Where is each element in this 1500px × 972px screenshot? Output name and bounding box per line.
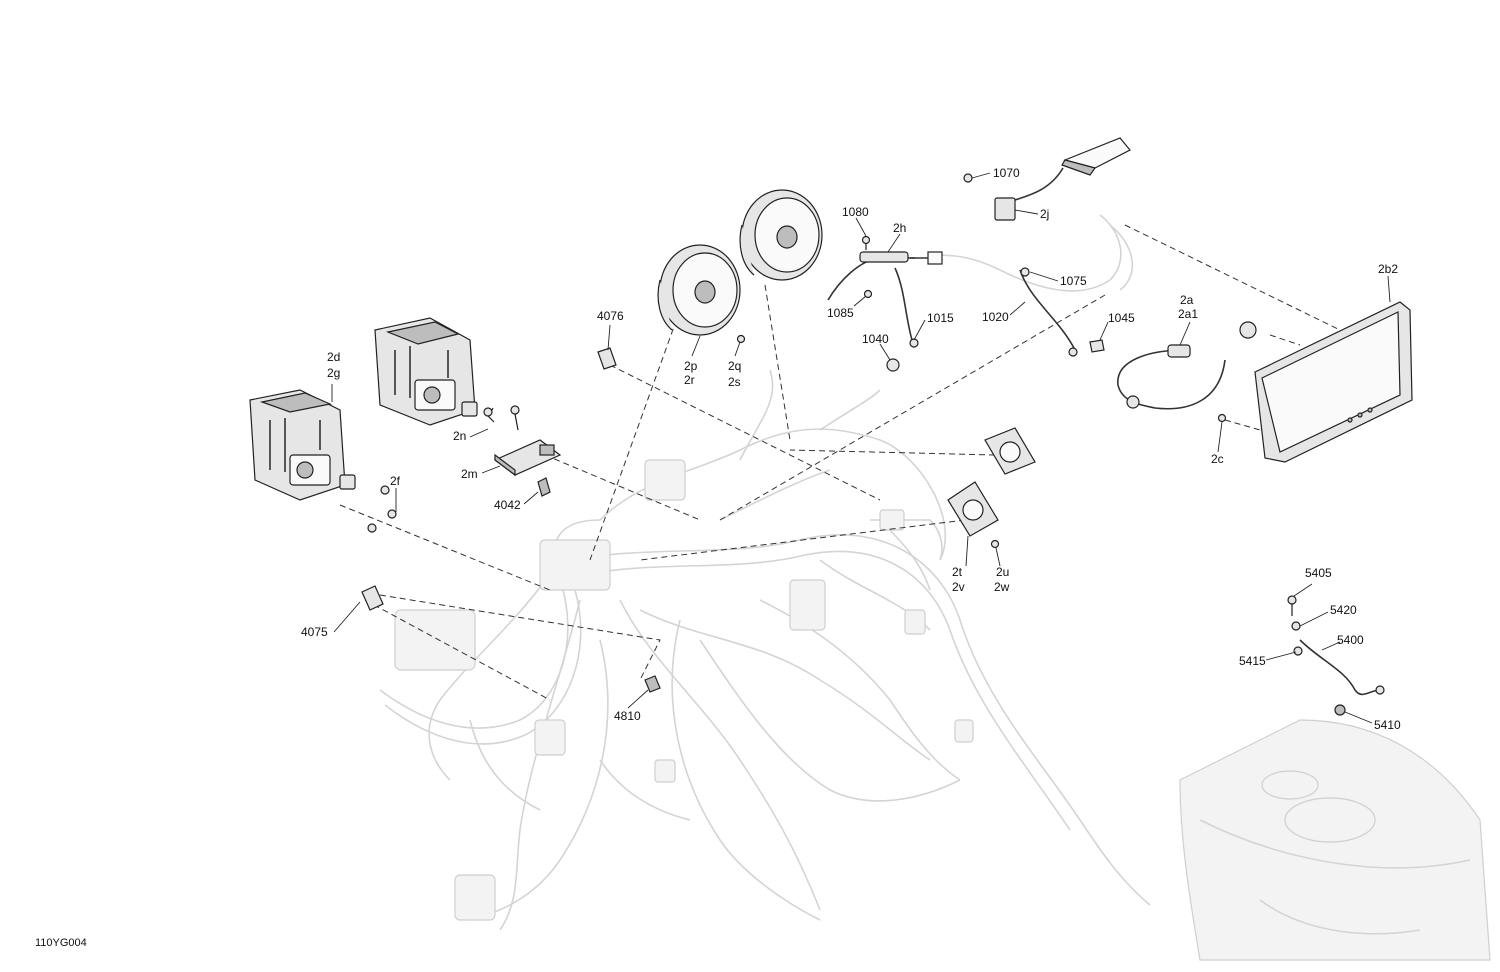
amplifier-bracket	[493, 439, 562, 477]
antenna-2j	[994, 137, 1131, 221]
assembly-lines	[339, 224, 1341, 701]
callout-2p: 2p	[684, 359, 698, 373]
callout-1080: 1080	[842, 205, 869, 219]
callout-5405: 5405	[1305, 566, 1332, 580]
callout-5420: 5420	[1330, 603, 1357, 617]
speaker-right	[739, 189, 823, 281]
callout-2g: 2g	[327, 366, 340, 380]
clip-4075	[361, 585, 384, 611]
speaker-left	[657, 244, 741, 336]
callout-1040: 1040	[862, 332, 889, 346]
callout-5400: 5400	[1337, 633, 1364, 647]
wire-1015	[894, 267, 919, 348]
callout-2h: 2h	[893, 221, 906, 235]
callout-2f: 2f	[390, 474, 401, 488]
callout-2a: 2a	[1180, 293, 1194, 307]
callout-4075: 4075	[301, 625, 328, 639]
callout-2c: 2c	[1211, 452, 1224, 466]
display-2b2	[1254, 301, 1413, 463]
leader-lines	[331, 172, 1391, 724]
callout-1075: 1075	[1060, 274, 1087, 288]
fitting-1045	[1089, 339, 1105, 353]
callout-1085: 1085	[827, 306, 854, 320]
callout-2n: 2n	[453, 429, 466, 443]
speaker-plate-upper	[984, 427, 1036, 475]
background-fuel-tank	[1179, 719, 1491, 961]
fitting-1040	[886, 358, 900, 372]
screw-2u	[990, 539, 1000, 549]
amplifier-rear	[374, 317, 478, 426]
callout-labels: 2d 2g 2n 2m 2f 4042 4076 4075 4810 2p 2r…	[301, 166, 1401, 732]
screw-2c	[1217, 413, 1227, 423]
callout-5415: 5415	[1239, 654, 1266, 668]
callout-1045: 1045	[1108, 311, 1135, 325]
ground-cable-5400	[1287, 595, 1385, 716]
ground-wire-1020	[1019, 269, 1078, 357]
callout-2j: 2j	[1040, 207, 1049, 221]
clip-4810	[644, 675, 661, 693]
callout-4042: 4042	[494, 498, 521, 512]
callout-4076: 4076	[597, 309, 624, 323]
callout-2r: 2r	[684, 373, 695, 387]
screws-2f	[367, 485, 397, 533]
callout-2v: 2v	[952, 580, 965, 594]
callout-2u: 2u	[996, 565, 1009, 579]
callout-2q: 2q	[728, 359, 741, 373]
callout-4810: 4810	[614, 709, 641, 723]
nut-1075	[1020, 267, 1030, 277]
callout-1020: 1020	[982, 310, 1009, 324]
callout-2a1: 2a1	[1178, 307, 1198, 321]
clip-4076	[597, 347, 617, 370]
screw-1070	[963, 173, 973, 183]
amplifier-front	[249, 389, 356, 501]
speaker-screw-2q	[736, 334, 746, 344]
wire-2h	[827, 251, 943, 301]
callout-1070: 1070	[993, 166, 1020, 180]
callout-5410: 5410	[1374, 718, 1401, 732]
callout-2w: 2w	[994, 580, 1010, 594]
screw-1085	[863, 289, 873, 299]
clip-4042	[537, 477, 551, 497]
screws-2n	[483, 405, 520, 431]
callout-2b2: 2b2	[1378, 262, 1398, 276]
callout-2d: 2d	[327, 350, 340, 364]
background-wiring-harness	[379, 214, 1151, 931]
callout-2m: 2m	[461, 467, 478, 481]
callout-1015: 1015	[927, 311, 954, 325]
reference-code: 110YG004	[35, 937, 87, 949]
callout-2t: 2t	[952, 565, 963, 579]
callout-2s: 2s	[728, 375, 741, 389]
screw-1080	[861, 235, 871, 250]
cable-2a	[1117, 321, 1257, 410]
speaker-plate-lower	[947, 481, 999, 537]
